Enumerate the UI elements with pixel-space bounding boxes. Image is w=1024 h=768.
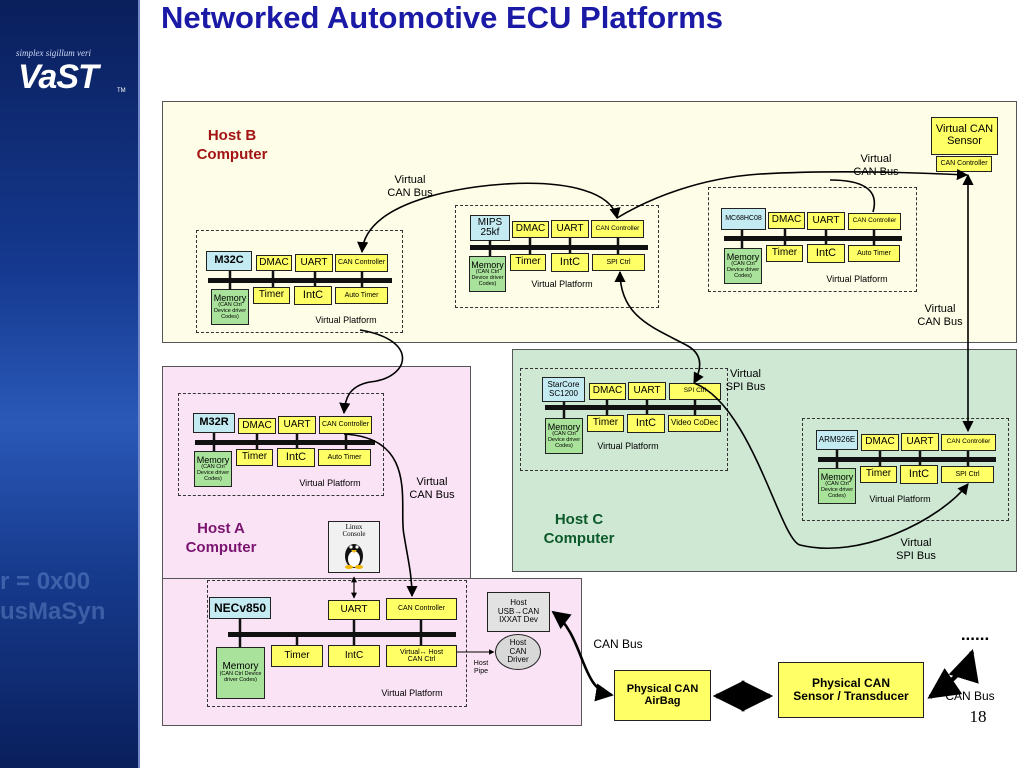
timer-block: Timer bbox=[253, 287, 290, 304]
internal-bus bbox=[228, 632, 456, 637]
memory-block: Memory(CAN Ctrl Device driver Codes) bbox=[194, 451, 232, 487]
intc-block: IntC bbox=[551, 253, 589, 272]
virtual-spi-bus-label: Virtual SPI Bus bbox=[896, 537, 936, 562]
timer-block: Timer bbox=[766, 245, 803, 262]
spi-ctrl-block: SPI Ctrl bbox=[592, 254, 645, 271]
sidebar-divider bbox=[138, 0, 140, 768]
cpu-m32r: M32R bbox=[193, 413, 235, 433]
virtual-platform-m32c bbox=[196, 230, 403, 333]
internal-bus bbox=[724, 236, 902, 241]
brand-sidebar: simplex sigillum veri VaST TM r = 0x00 u… bbox=[0, 0, 140, 768]
intc-block: IntC bbox=[807, 244, 845, 263]
decorative-code-text: usMaSyn bbox=[0, 598, 106, 625]
timer-block: Timer bbox=[587, 415, 624, 432]
vp-label: Virtual Platform bbox=[299, 478, 361, 488]
intc-block: IntC bbox=[328, 645, 380, 667]
virtual-platform-mips bbox=[455, 205, 659, 308]
host-b-label: Host B Computer bbox=[196, 127, 268, 163]
cpu-arm926e: ARM926E bbox=[816, 430, 858, 450]
virtual-platform-arm926e bbox=[802, 418, 1009, 521]
logo-trademark: TM bbox=[117, 88, 126, 94]
logo-motto: simplex sigillum veri bbox=[16, 48, 91, 58]
host-pipe-label: Host Pipe bbox=[473, 660, 489, 676]
virtual-can-bus-label: Virtual CAN Bus bbox=[409, 476, 455, 501]
vp-label: Virtual Platform bbox=[597, 441, 659, 451]
vp-label: Virtual Platform bbox=[826, 274, 888, 284]
memory-block: Memory(CAN Ctrl Device driver Codes) bbox=[545, 418, 583, 454]
virtual-platform-mc68hc08 bbox=[708, 187, 917, 292]
vp-label: Virtual Platform bbox=[381, 688, 443, 698]
memory-block: Memory(CAN Ctrl Device driver Codes) bbox=[469, 256, 506, 292]
host-usb-can-device: Host USB→CAN IXXAT Dev bbox=[487, 592, 550, 632]
host-a-label: Host A Computer bbox=[185, 520, 257, 556]
internal-bus bbox=[818, 457, 996, 462]
host-c-label: Host C Computer bbox=[543, 511, 615, 547]
internal-bus bbox=[208, 278, 392, 283]
vast-logo: VaST bbox=[18, 58, 99, 96]
intc-block: IntC bbox=[294, 286, 332, 305]
memory-block: Memory(CAN Ctrl Device driver Codes) bbox=[724, 248, 762, 284]
virtual-platform-m32r bbox=[178, 393, 384, 496]
internal-bus bbox=[545, 405, 721, 410]
more-nodes-ellipsis: ...... bbox=[960, 625, 990, 644]
slide-title: Networked Automotive ECU Platforms bbox=[160, 0, 724, 35]
uart-block: UART bbox=[278, 416, 316, 434]
can-controller-block: CAN Controller bbox=[941, 434, 996, 451]
virtual-platform-necv850 bbox=[207, 580, 467, 707]
uart-block: UART bbox=[328, 600, 380, 620]
dmac-block: DMAC bbox=[238, 418, 276, 434]
dmac-block: DMAC bbox=[589, 383, 626, 400]
spi-ctrl-block: SPI Ctrl bbox=[941, 466, 994, 483]
penguin-icon bbox=[345, 543, 363, 569]
timer-block: Timer bbox=[271, 645, 323, 667]
auto-timer-block: Auto Timer bbox=[335, 287, 388, 304]
intc-block: IntC bbox=[900, 465, 938, 484]
timer-block: Timer bbox=[236, 449, 273, 466]
virtual-can-bus-label: Virtual CAN Bus bbox=[387, 174, 433, 199]
can-controller-block: CAN Controller bbox=[386, 598, 457, 620]
timer-block: Timer bbox=[860, 466, 897, 483]
physical-can-sensor: Physical CAN Sensor / Transducer bbox=[778, 662, 924, 718]
timer-block: Timer bbox=[510, 254, 546, 271]
vp-label: Virtual Platform bbox=[869, 494, 931, 504]
uart-block: UART bbox=[901, 433, 939, 451]
dmac-block: DMAC bbox=[768, 212, 805, 229]
video-codec-block: Video CoDec bbox=[668, 415, 721, 432]
memory-block: Memory(CAN Ctrl Device driver Codes) bbox=[818, 468, 856, 504]
virtual-spi-bus-label: Virtual SPI Bus bbox=[725, 368, 766, 393]
linux-console: Linux Console bbox=[328, 521, 380, 573]
memory-block: Memory(CAN Ctrl Device driver Codes) bbox=[211, 289, 249, 325]
vp-label: Virtual Platform bbox=[531, 279, 593, 289]
dmac-block: DMAC bbox=[861, 434, 899, 451]
host-can-driver: Host CAN Driver bbox=[495, 634, 541, 670]
intc-block: IntC bbox=[627, 414, 665, 433]
uart-block: UART bbox=[807, 212, 845, 230]
cpu-necv850: NECv850 bbox=[209, 597, 271, 619]
virtual-host-can-ctrl: Virtual↔ Host CAN Ctrl bbox=[386, 645, 457, 667]
memory-block: Memory(CAN Ctrl Device driver Codes) bbox=[216, 647, 265, 699]
auto-timer-block: Auto Timer bbox=[318, 449, 371, 466]
cpu-starcore: StarCore SC1200 bbox=[542, 377, 585, 402]
intc-block: IntC bbox=[277, 448, 315, 467]
decorative-code-text: r = 0x00 bbox=[0, 568, 91, 595]
virtual-can-sensor: Virtual CAN Sensor bbox=[931, 117, 998, 155]
cpu-mc68hc08: MC68HC08 bbox=[721, 208, 766, 230]
dmac-block: DMAC bbox=[256, 255, 292, 271]
physical-can-airbag: Physical CAN AirBag bbox=[614, 670, 711, 721]
can-controller-block: CAN Controller bbox=[848, 213, 901, 230]
internal-bus bbox=[195, 440, 375, 445]
auto-timer-block: Auto Timer bbox=[848, 245, 900, 262]
page-number: 18 bbox=[969, 707, 987, 726]
virtual-can-bus-label: Virtual CAN Bus bbox=[917, 303, 963, 328]
cpu-m32c: M32C bbox=[206, 251, 252, 271]
vp-label: Virtual Platform bbox=[315, 315, 377, 325]
